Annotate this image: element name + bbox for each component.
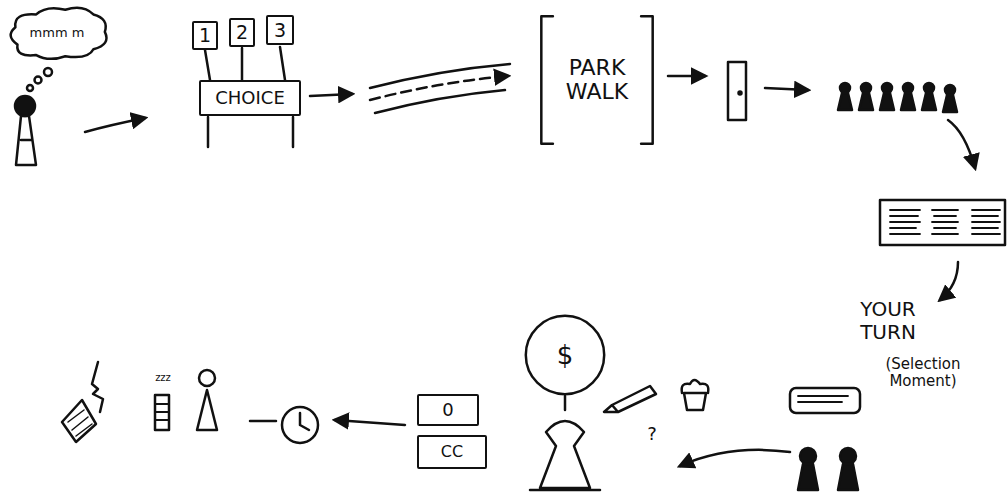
door [728,62,746,120]
node-text: CC [441,443,463,461]
flow-arrow [85,118,145,132]
flow-arrow [335,420,405,425]
flow-arrow [310,94,352,96]
node-text: PARK WALK [557,56,637,104]
bracketed-step: PARK WALK [539,15,655,145]
option-box: 3 [266,15,294,45]
flow-arrow [668,75,705,78]
counter-lines [798,396,848,402]
step-note: YOUR TURN [848,298,928,344]
node-text: 2 [236,22,248,43]
drinking-profile [92,362,103,412]
person-head [15,96,35,116]
clock [282,407,318,443]
road-centre [370,76,508,100]
node-text: 0 [442,400,453,420]
step-note: (Selection Moment) [868,356,978,391]
counter [790,388,860,413]
flow-arrow [765,88,808,90]
road-edge [375,90,505,113]
thought-dot [35,77,42,84]
menu-board [880,200,1005,245]
tilted-cup [62,400,96,442]
option-box: 1 [192,21,218,50]
sign-posts [205,47,293,147]
person-body [197,390,217,430]
thought-cloud: mmm m [5,4,109,62]
thought-dot [27,85,33,91]
cup-stripes [155,404,169,420]
flow-arrow [680,450,790,466]
menu-lines [890,210,1000,234]
door-knob [739,92,742,95]
choice-sign: CHOICE [199,80,301,116]
person-head [199,370,215,386]
money-head: $ [525,315,605,395]
paying-person [530,396,600,490]
steam-note: zzz [150,372,176,384]
coffee-cup [155,395,169,430]
two-people [798,448,858,490]
wait-line [250,420,276,423]
node-text: CHOICE [215,88,285,108]
node-text: 3 [274,20,286,41]
option-box: 2 [229,18,255,47]
flow-arrow [940,262,958,300]
node-text: mmm m [30,26,85,40]
flow-arrow [948,120,975,168]
pencil [604,386,656,412]
register-display: 0 [417,394,479,426]
person-body [16,116,36,165]
register-card: CC [417,435,487,469]
node-text: $ [557,341,574,370]
node-text: 1 [199,25,211,46]
thought-dot [44,68,52,76]
question-mark: ? [642,424,662,445]
muffin [682,380,709,410]
queue-people [838,83,957,112]
cup-hatch [68,410,92,436]
clock-hands [300,413,309,430]
